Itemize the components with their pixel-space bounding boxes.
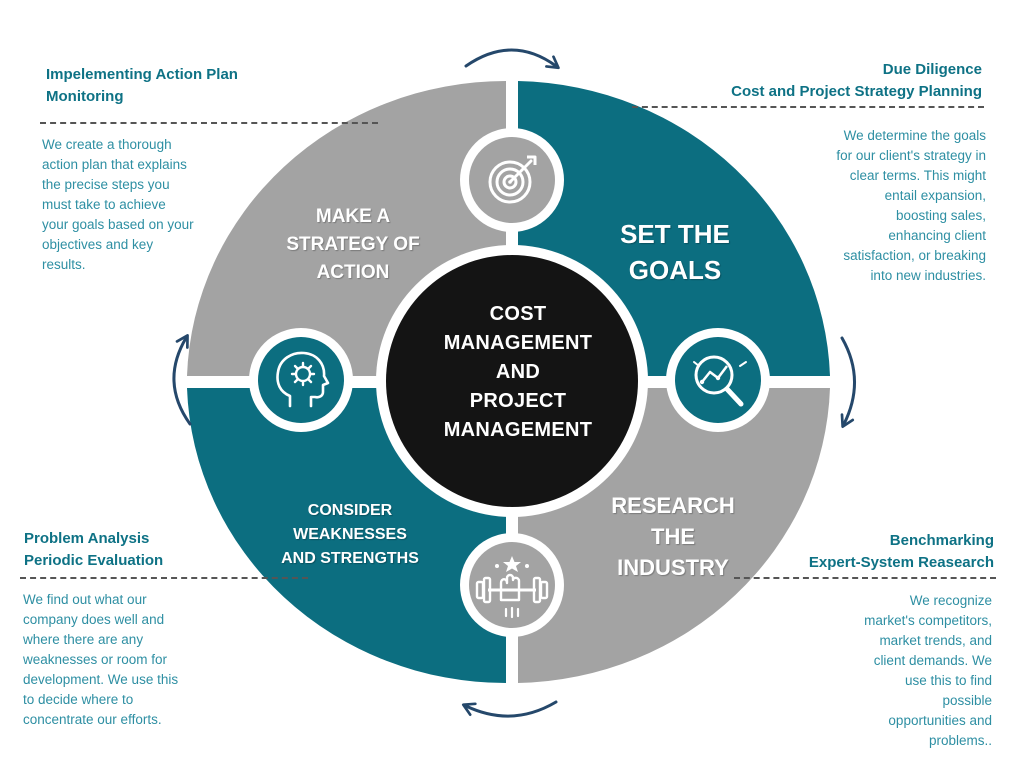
panel-desc-bottom-left-line: where there are any <box>23 632 144 647</box>
cycle-arrows <box>172 48 856 718</box>
center-title-line: MANAGEMENT <box>443 419 593 441</box>
panel-heading-top-left-line: Impelementing Action Plan <box>46 66 238 83</box>
panel-heading-bottom-right-line: Expert-System Reasearch <box>808 554 994 571</box>
center-title-line: COST <box>489 303 547 325</box>
panel-desc-bottom-right: We recognize market's competitors, market … <box>864 591 992 751</box>
divider-top-right <box>632 106 984 108</box>
quadrant-title-bottom-left-line: WEAKNESSES <box>293 526 407 543</box>
panel-desc-bottom-right-line: client demands. We <box>873 653 992 668</box>
quadrant-title-top-left: MAKE A STRATEGY OF ACTION <box>248 203 458 287</box>
center-circle <box>386 255 638 507</box>
center-title-line: PROJECT <box>469 390 567 412</box>
panel-desc-bottom-right-line: use this to find <box>904 673 992 688</box>
panel-desc-top-right-line: satisfaction, or breaking <box>843 248 986 263</box>
panel-desc-top-right-line: boosting sales, <box>895 208 986 223</box>
panel-desc-bottom-left-line: development. We use this <box>23 672 179 687</box>
center-title-line: MANAGEMENT <box>443 332 593 354</box>
quadrant-title-top-right: SET THE GOALS <box>560 216 790 288</box>
panel-heading-bottom-left-line: Periodic Evaluation <box>24 552 164 569</box>
quadrant-title-bottom-right-line: THE <box>651 524 695 549</box>
quadrant-title-bottom-left: CONSIDER WEAKNESSES AND STRENGTHS <box>248 499 452 571</box>
divider-bottom-left <box>20 577 308 579</box>
panel-desc-bottom-left: We find out what our company does well an… <box>23 590 178 730</box>
panel-heading-top-right-line: Due Diligence <box>882 61 982 78</box>
panel-desc-bottom-left-line: concentrate our efforts. <box>23 712 162 727</box>
panel-heading-bottom-right-line: Benchmarking <box>889 532 994 549</box>
panel-desc-top-right-line: clear terms. This might <box>849 168 986 183</box>
target-icon <box>460 128 564 232</box>
panel-desc-top-left-line: objectives and key <box>42 237 154 252</box>
quadrant-title-top-left-line: STRATEGY OF <box>286 234 420 255</box>
panel-desc-top-left-line: must take to achieve <box>42 197 166 212</box>
panel-desc-bottom-left-line: to decide where to <box>23 692 134 707</box>
quadrant-title-top-left-line: ACTION <box>316 262 390 283</box>
arrow-bottom <box>461 700 558 718</box>
panel-desc-bottom-right-line: possible <box>942 693 992 708</box>
center-title: COST MANAGEMENT AND PROJECT MANAGEMENT <box>388 300 648 445</box>
panel-desc-bottom-left-line: We find out what our <box>23 592 147 607</box>
panel-desc-bottom-right-line: We recognize <box>909 593 992 608</box>
panel-desc-top-left-line: the precise steps you <box>42 177 170 192</box>
panel-desc-top-right: We determine the goals for our client's s… <box>836 126 986 286</box>
panel-desc-top-right-line: into new industries. <box>870 268 986 283</box>
panel-desc-top-right-line: We determine the goals <box>843 128 986 143</box>
quadrant-title-top-left-line: MAKE A <box>315 206 391 227</box>
arrow-right <box>840 336 856 429</box>
quadrant-title-bottom-right-line: INDUSTRY <box>617 555 729 580</box>
panel-heading-top-right-line: Cost and Project Strategy Planning <box>731 83 982 100</box>
quadrant-title-bottom-right: RESEARCH THE INDUSTRY <box>568 490 778 583</box>
quadrant-title-top-right-line: GOALS <box>628 255 722 285</box>
quadrant-title-bottom-left-line: CONSIDER <box>307 502 393 519</box>
panel-desc-bottom-right-line: market's competitors, <box>864 613 992 628</box>
mind-gear-icon <box>249 328 353 432</box>
panel-desc-top-left: We create a thorough action plan that exp… <box>42 135 194 275</box>
divider-bottom-right <box>734 577 996 579</box>
arrow-left <box>172 334 192 426</box>
panel-desc-bottom-right-line: market trends, and <box>879 633 992 648</box>
divider-top-left <box>40 122 378 124</box>
analysis-magnifier-icon <box>666 328 770 432</box>
strength-dumbbell-icon <box>460 533 564 637</box>
quadrant-title-top-right-line: SET THE <box>620 219 730 249</box>
panel-desc-top-right-line: entail expansion, <box>884 188 986 203</box>
quadrant-title-bottom-right-line: RESEARCH <box>611 493 735 518</box>
panel-desc-top-left-line: action plan that explains <box>42 157 187 172</box>
panel-desc-top-left-line: your goals based on your <box>42 217 194 232</box>
panel-desc-top-right-line: enhancing client <box>888 228 986 243</box>
panel-desc-top-left-line: results. <box>42 257 86 272</box>
panel-desc-bottom-right-line: problems.. <box>928 733 992 748</box>
panel-heading-top-left-line: Monitoring <box>46 88 124 105</box>
panel-heading-bottom-left-line: Problem Analysis <box>24 530 150 547</box>
quadrant-title-bottom-left-line: AND STRENGTHS <box>281 550 419 567</box>
arrow-top <box>464 48 560 70</box>
panel-desc-bottom-left-line: company does well and <box>23 612 165 627</box>
panel-desc-bottom-right-line: opportunities and <box>888 713 992 728</box>
center-title-line: AND <box>495 361 541 383</box>
panel-desc-top-left-line: We create a thorough <box>42 137 172 152</box>
panel-desc-top-right-line: for our client's strategy in <box>836 148 986 163</box>
panel-desc-bottom-left-line: weaknesses or room for <box>23 652 168 667</box>
